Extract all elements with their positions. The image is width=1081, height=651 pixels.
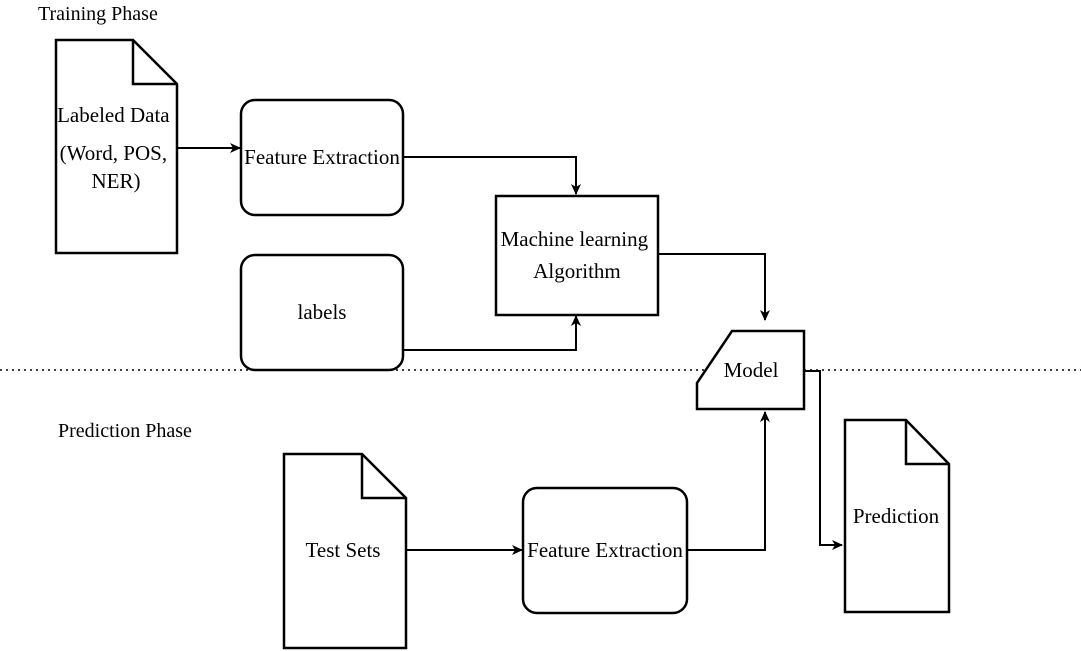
feature-extraction-pred-box: Feature Extraction bbox=[521, 486, 689, 615]
ml-algorithm-line-2: Algorithm bbox=[533, 259, 621, 283]
test-sets-label: Test Sets bbox=[306, 538, 381, 562]
feature-extraction-train-label: Feature Extraction bbox=[244, 145, 400, 169]
edge-feature-extraction-to-ml-algorithm bbox=[404, 156, 581, 195]
model-label: Model bbox=[724, 358, 779, 382]
labeled-data-line-3: NER) bbox=[92, 169, 141, 193]
prediction-label: Prediction bbox=[853, 504, 940, 528]
labeled-data-document: Labeled Data (Word, POS, NER) bbox=[54, 38, 179, 255]
svg-text:Labeled Data (Word, POS,: Labeled Data (Word, POS, NER) bbox=[57, 103, 175, 193]
edges bbox=[177, 143, 843, 555]
feature-extraction-train-box: Feature Extraction bbox=[239, 98, 405, 217]
labels-label: labels bbox=[298, 300, 347, 324]
ml-algorithm-line-1: Machine learning bbox=[501, 227, 649, 251]
labeled-data-line-1: Labeled Data bbox=[57, 103, 170, 127]
ml-algorithm-box: Machine learning Algorithm bbox=[494, 194, 660, 317]
test-sets-document: Test Sets bbox=[282, 452, 408, 650]
prediction-phase-title: Prediction Phase bbox=[58, 420, 192, 442]
edge-ml-algorithm-to-model bbox=[658, 253, 770, 321]
edge-feature-extraction-to-model bbox=[688, 411, 770, 551]
feature-extraction-pred-label: Feature Extraction bbox=[527, 538, 683, 562]
edge-model-to-prediction bbox=[804, 370, 843, 550]
training-phase-title: Training Phase bbox=[38, 3, 158, 25]
labeled-data-line-2: (Word, POS, bbox=[60, 141, 167, 165]
svg-text:Machine learning Algorit: Machine learning Algorithm bbox=[501, 227, 654, 283]
edge-labels-to-ml-algorithm bbox=[404, 315, 581, 351]
model-shape: Model bbox=[695, 329, 806, 411]
labels-box: labels bbox=[239, 253, 405, 372]
prediction-document: Prediction bbox=[843, 418, 951, 614]
